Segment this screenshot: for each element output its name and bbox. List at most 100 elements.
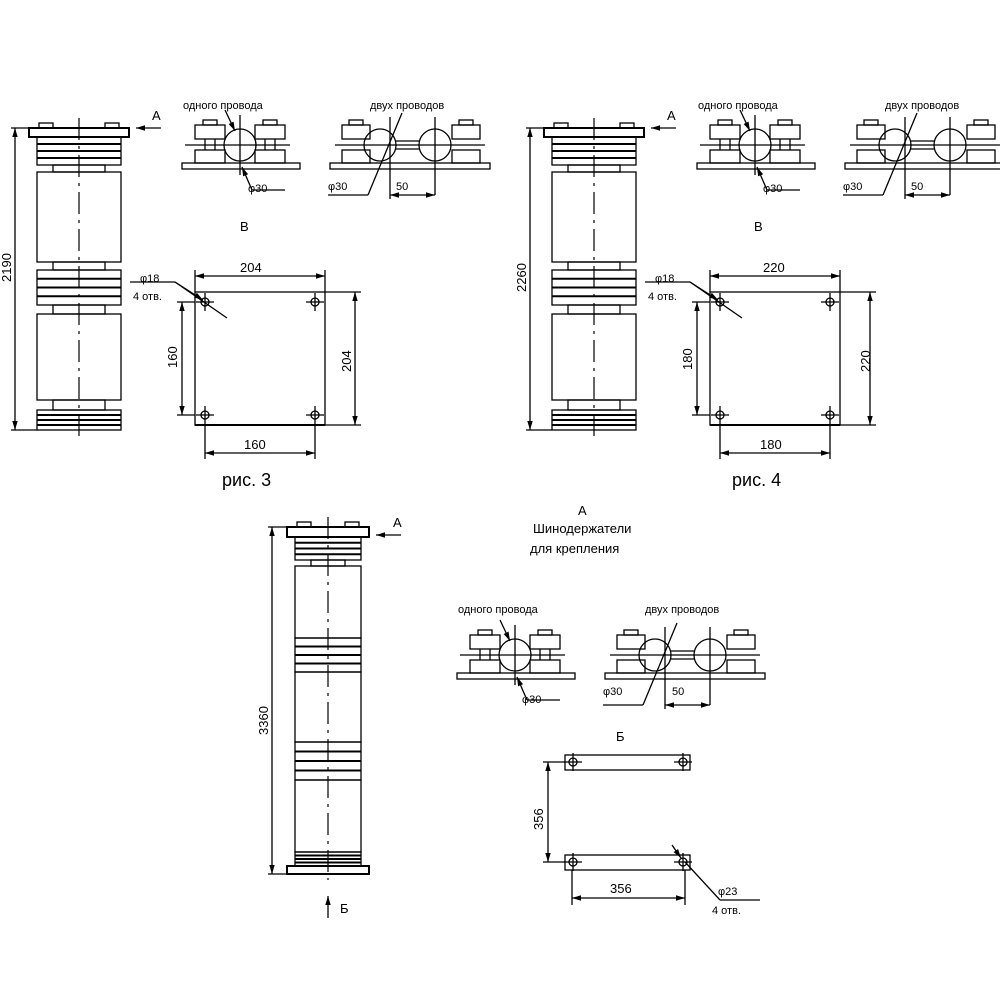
spacing-label: 50 <box>672 686 684 698</box>
bolt-head <box>458 119 474 126</box>
bolt-head <box>623 629 639 636</box>
clamp-top <box>709 124 741 140</box>
view-a-title: А <box>578 503 587 518</box>
diameter-label: φ30 <box>763 183 782 195</box>
view-a-label: А <box>152 108 161 123</box>
clamp-bottom <box>709 149 741 164</box>
clamp-bottom <box>194 149 226 164</box>
clamp-bottom <box>529 659 561 674</box>
holes-count-label: 4 отв. <box>712 905 741 917</box>
clamp-single-fig3 <box>181 109 301 191</box>
clamp-top <box>451 124 481 140</box>
mounting-strip <box>456 672 576 680</box>
base-plate-fig3 <box>130 270 361 459</box>
mounting-strip <box>604 672 766 680</box>
clamp-top <box>726 634 756 650</box>
leader-arrow <box>756 166 768 191</box>
holes-count-label: 4 отв. <box>648 291 677 303</box>
hole-diameter-label: φ23 <box>718 886 737 898</box>
insulator-column-fig3 <box>11 118 161 436</box>
leader-line <box>367 112 403 196</box>
clamp-top <box>966 124 996 140</box>
flange-tab <box>553 122 569 129</box>
bar-spacing-horizontal: 356 <box>610 881 632 896</box>
leader-arrow <box>671 844 682 859</box>
single-wire-label: одного провода <box>458 604 539 616</box>
base-plate-fig4 <box>645 270 876 459</box>
clamp-bottom <box>616 659 646 674</box>
clamp-top <box>769 124 801 140</box>
hole-spacing-vertical: 180 <box>680 348 695 370</box>
diameter-label: φ30 <box>248 183 267 195</box>
view-b-label: В <box>754 219 763 234</box>
double-wire-label: двух проводов <box>885 100 959 112</box>
clamp-bottom <box>726 659 756 674</box>
view-a-label: А <box>667 108 676 123</box>
clamp-top <box>529 634 561 650</box>
clamp-bottom <box>769 149 801 164</box>
plate-height-dimension: 220 <box>858 350 873 372</box>
leader-line <box>684 861 721 901</box>
bolt-head <box>477 629 493 636</box>
clamp-bottom <box>341 149 371 164</box>
height-dimension: 2190 <box>0 253 14 282</box>
spacing-label: 50 <box>396 181 408 193</box>
figure-caption: рис. 4 <box>732 470 781 490</box>
hole-diameter-label: φ18 <box>655 273 674 285</box>
clamp-double-fig3 <box>328 112 491 199</box>
mounting-bar <box>564 754 691 771</box>
clamp-top <box>469 634 501 650</box>
flange-tab <box>38 122 54 129</box>
clamp-bottom <box>254 149 286 164</box>
leader-arrow <box>499 619 511 642</box>
single-wire-label: одного провода <box>183 100 264 112</box>
wire-circle <box>878 128 912 162</box>
flange-tab <box>344 521 360 528</box>
figure-caption: рис. 3 <box>222 470 271 490</box>
base-plate <box>709 291 841 426</box>
hole-spacing-horizontal: 180 <box>760 437 782 452</box>
leader-arrow <box>224 109 236 132</box>
double-wire-label: двух проводов <box>645 604 719 616</box>
diameter-label: φ30 <box>328 181 347 193</box>
double-wire-label: двух проводов <box>370 100 444 112</box>
bolt-head <box>777 119 793 126</box>
mounting-bar <box>564 854 691 871</box>
leader-arrow <box>516 676 528 701</box>
bolt-head <box>202 119 218 126</box>
single-wire-label: одного провода <box>698 100 779 112</box>
holes-count-label: 4 отв. <box>133 291 162 303</box>
hole-spacing-horizontal: 160 <box>244 437 266 452</box>
clamp-double-fig5 <box>603 622 766 709</box>
clamp-bottom <box>469 659 501 674</box>
mounting-strip <box>329 162 491 170</box>
leader-line <box>882 112 918 196</box>
diameter-label: φ30 <box>603 686 622 698</box>
height-dimension: 3360 <box>256 706 271 735</box>
hole-diameter-label: φ18 <box>140 273 159 285</box>
mounting-strip <box>181 162 301 170</box>
diameter-label: φ30 <box>522 694 541 706</box>
bolt-head <box>717 119 733 126</box>
mounting-strip <box>696 162 816 170</box>
view-a-label: А <box>393 515 402 530</box>
insulator-column-fig4 <box>526 118 676 436</box>
bolt-head <box>973 119 989 126</box>
wire-circle <box>638 638 672 672</box>
height-dimension: 2260 <box>514 263 529 292</box>
view-bb-label: Б <box>340 901 349 916</box>
clamp-single-fig4 <box>696 109 816 191</box>
clamp-bottom <box>451 149 481 164</box>
bolt-head <box>262 119 278 126</box>
clamp-bottom <box>966 149 996 164</box>
clamp-single-fig5 <box>456 619 576 701</box>
clamp-double-fig4 <box>843 112 1000 199</box>
leader-arrow <box>689 281 719 301</box>
leader-arrow <box>241 166 253 191</box>
bar-spacing-vertical: 356 <box>531 808 546 830</box>
flange-tab <box>104 122 120 129</box>
leader-line <box>642 622 678 706</box>
plate-width-dimension: 204 <box>240 260 262 275</box>
wire-circle <box>363 128 397 162</box>
plate-width-dimension: 220 <box>763 260 785 275</box>
